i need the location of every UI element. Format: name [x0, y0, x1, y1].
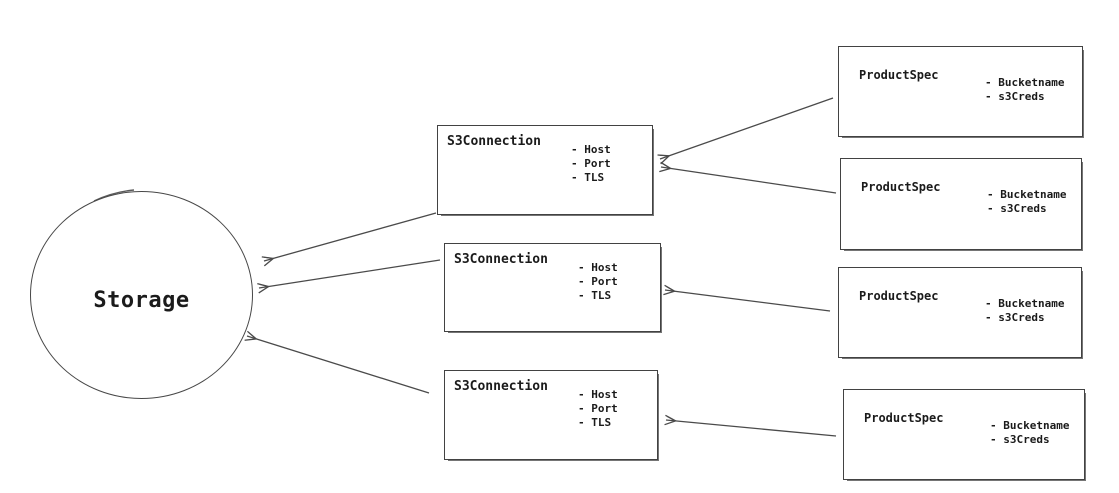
arrow-s3connection2-to-storage [257, 259, 441, 294]
attribute-tls: - TLS [571, 171, 605, 184]
arrow-s3connection3-to-storage [244, 330, 430, 394]
productspec-node-2: ProductSpec - Bucketname - s3Creds [840, 158, 1082, 250]
arrow-s3connection1-to-storage [261, 212, 437, 267]
attribute-bucketname: - Bucketname [987, 188, 1067, 201]
attribute-list: - Host - Port - TLS [578, 388, 618, 430]
attribute-tls: - TLS [578, 416, 612, 429]
attribute-list: - Bucketname - s3Creds [985, 76, 1064, 104]
arrow-productspec4-to-s3connection3 [664, 414, 837, 437]
storage-label: Storage [93, 287, 190, 313]
arrow-productspec2-to-s3connection1 [659, 161, 837, 194]
s3connection-node-2: S3Connection - Host - Port - TLS [444, 243, 661, 332]
attribute-list: - Host - Port - TLS [571, 143, 611, 185]
s3connection-node-1: S3Connection - Host - Port - TLS [437, 125, 653, 215]
productspec-node-3: ProductSpec - Bucketname - s3Creds [838, 267, 1082, 358]
storage-node: Storage [30, 191, 253, 399]
attribute-bucketname: - Bucketname [990, 419, 1070, 432]
productspec-node-1: ProductSpec - Bucketname - s3Creds [838, 46, 1083, 137]
s3connection-title: S3Connection [454, 252, 548, 267]
attribute-s3creds: - s3Creds [985, 90, 1045, 103]
productspec-node-4: ProductSpec - Bucketname - s3Creds [843, 389, 1085, 480]
attribute-host: - Host [578, 388, 618, 401]
productspec-title: ProductSpec [864, 411, 944, 425]
s3connection-title: S3Connection [447, 134, 541, 149]
attribute-s3creds: - s3Creds [985, 311, 1045, 324]
productspec-title: ProductSpec [859, 289, 939, 303]
arrow-productspec3-to-s3connection2 [663, 284, 831, 312]
attribute-list: - Bucketname - s3Creds [985, 297, 1064, 325]
attribute-list: - Bucketname - s3Creds [987, 188, 1066, 216]
attribute-port: - Port [578, 275, 618, 288]
attribute-bucketname: - Bucketname [985, 76, 1065, 89]
attribute-bucketname: - Bucketname [985, 297, 1065, 310]
attribute-s3creds: - s3Creds [990, 433, 1050, 446]
attribute-tls: - TLS [578, 289, 612, 302]
attribute-list: - Host - Port - TLS [578, 261, 618, 303]
productspec-title: ProductSpec [861, 180, 941, 194]
attribute-port: - Port [578, 402, 618, 415]
attribute-host: - Host [578, 261, 618, 274]
s3connection-title: S3Connection [454, 379, 548, 394]
attribute-s3creds: - s3Creds [987, 202, 1047, 215]
s3connection-node-3: S3Connection - Host - Port - TLS [444, 370, 658, 460]
attribute-port: - Port [571, 157, 611, 170]
productspec-title: ProductSpec [859, 68, 939, 82]
attribute-list: - Bucketname - s3Creds [990, 419, 1069, 447]
arrow-productspec1-to-s3connection1 [657, 97, 834, 165]
attribute-host: - Host [571, 143, 611, 156]
